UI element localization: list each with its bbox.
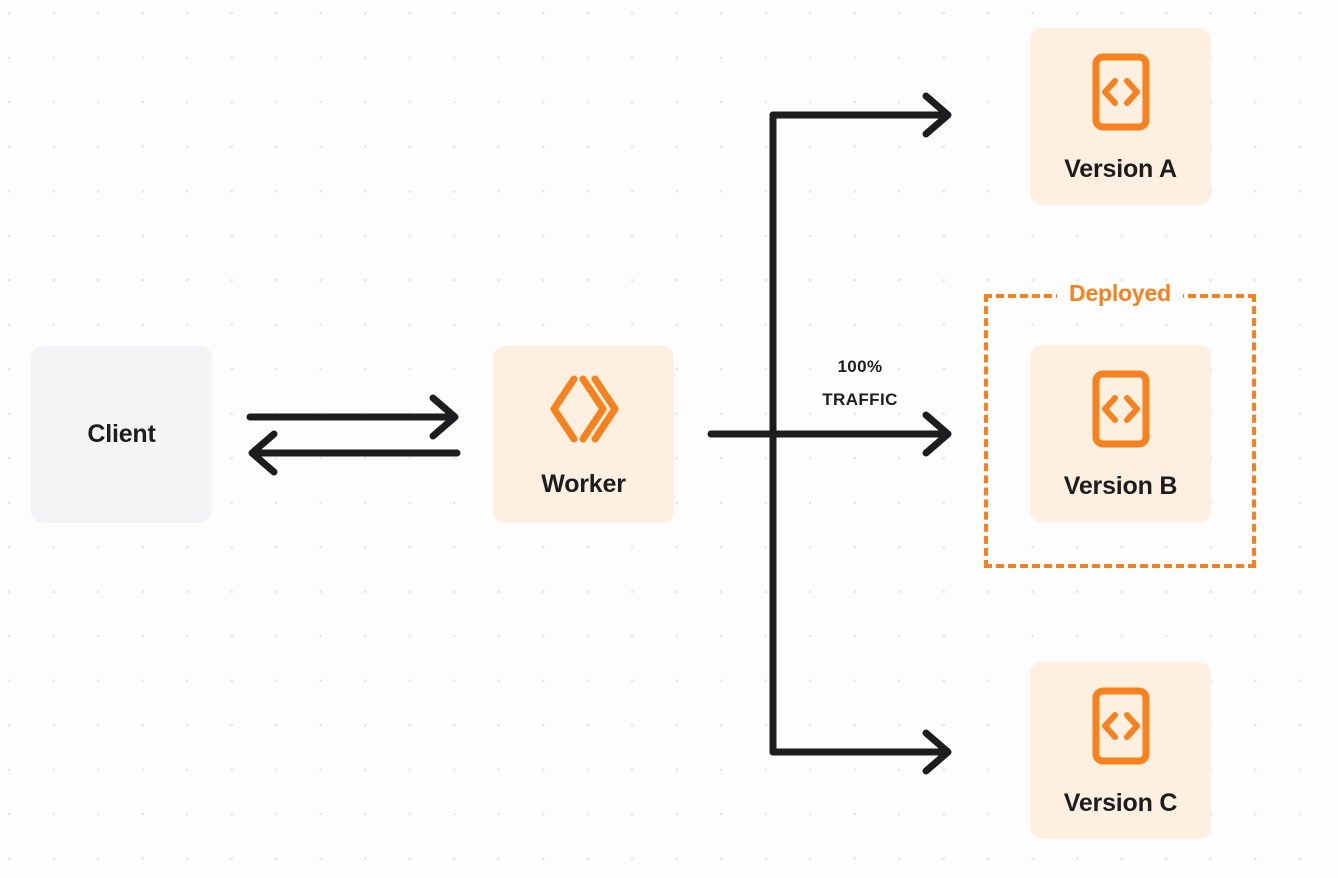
node-version-a-label: Version A	[1064, 154, 1177, 183]
node-version-a[interactable]: Version A	[1030, 28, 1211, 205]
node-client[interactable]: Client	[31, 346, 212, 523]
edge-worker-to-client	[248, 430, 461, 476]
node-version-c-label: Version C	[1063, 788, 1178, 817]
node-worker[interactable]: Worker	[493, 346, 674, 523]
deployed-group-label: Deployed	[1057, 282, 1183, 306]
node-version-c[interactable]: Version C	[1030, 662, 1211, 839]
node-client-label: Client	[87, 420, 156, 448]
edge-worker-to-version-b	[707, 411, 952, 457]
node-worker-label: Worker	[541, 469, 626, 498]
edge-worker-to-version-a	[769, 92, 952, 138]
node-version-b[interactable]: Version B	[1030, 345, 1211, 522]
node-version-b-label: Version B	[1063, 471, 1178, 500]
code-document-icon	[1090, 369, 1152, 454]
code-document-icon	[1090, 686, 1152, 771]
edge-client-to-worker	[246, 394, 459, 440]
cloudflare-workers-logo-icon	[546, 373, 622, 450]
code-document-icon	[1090, 52, 1152, 137]
deployed-group-boundary: Deployed	[984, 282, 1256, 568]
edge-worker-to-version-c	[769, 729, 952, 775]
